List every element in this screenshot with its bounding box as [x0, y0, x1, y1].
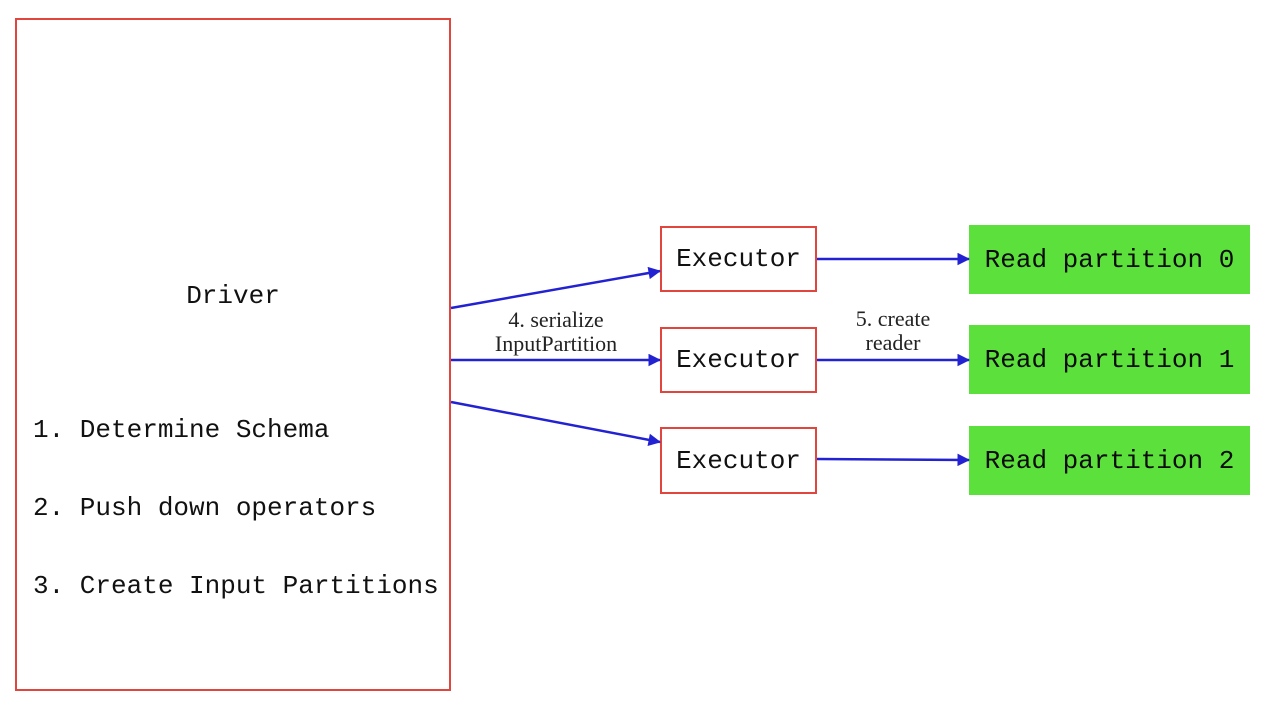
executor-label-2: Executor	[676, 345, 801, 375]
executor-box-2: Executor	[660, 327, 817, 393]
driver-step-1: 1. Determine Schema	[33, 415, 330, 445]
read-partition-label-1: Read partition 1	[984, 344, 1235, 375]
read-partition-box-2: Read partition 2	[969, 426, 1250, 495]
serialize-label-line1: 4. serialize	[508, 307, 604, 332]
executor-box-1: Executor	[660, 226, 817, 292]
serialize-inputpartition-label: 4. serialize InputPartition	[446, 308, 666, 356]
driver-box: Driver 1. Determine Schema 2. Push down …	[15, 18, 451, 691]
read-partition-label-2: Read partition 2	[984, 445, 1235, 476]
create-reader-label-line2: reader	[865, 330, 921, 355]
arrow-driver-to-executor-1	[450, 266, 661, 310]
arrow-executor-3-to-partition-2	[816, 453, 970, 467]
executor-box-3: Executor	[660, 427, 817, 494]
read-partition-box-0: Read partition 0	[969, 225, 1250, 294]
driver-step-2: 2. Push down operators	[33, 493, 377, 523]
arrow-driver-to-executor-3	[450, 400, 661, 446]
driver-title: Driver	[186, 281, 280, 311]
create-reader-label: 5. create reader	[783, 307, 1003, 355]
executor-label-1: Executor	[676, 244, 801, 274]
read-partition-box-1: Read partition 1	[969, 325, 1250, 394]
driver-step-3: 3. Create Input Partitions	[33, 571, 439, 601]
create-reader-label-line1: 5. create	[855, 306, 931, 331]
read-partition-label-0: Read partition 0	[984, 244, 1235, 275]
executor-label-3: Executor	[676, 445, 801, 476]
serialize-label-line2: InputPartition	[494, 331, 618, 356]
driver-steps-list: 1. Determine Schema 2. Push down operato…	[33, 365, 439, 651]
